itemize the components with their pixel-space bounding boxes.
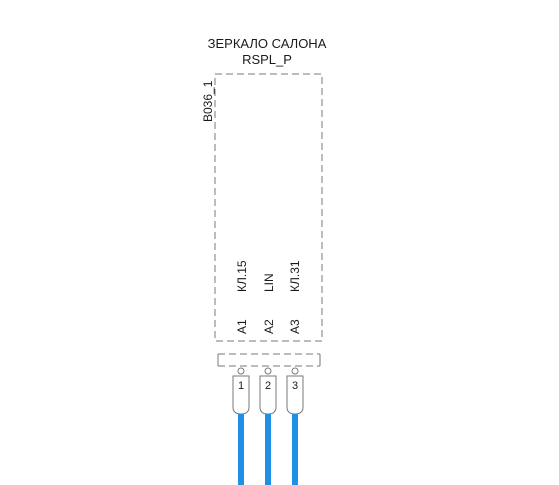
- pin-2-terminal: 2: [259, 367, 277, 415]
- pin-3-contact: A3: [288, 319, 302, 334]
- pin-2-signal: LIN: [262, 273, 276, 292]
- pin-1-terminal: 1: [232, 367, 250, 415]
- pin-2-number: 2: [265, 380, 271, 392]
- component-code: RSPL_P: [242, 52, 292, 67]
- pin-3-terminal: 3: [286, 367, 304, 415]
- component-outline: [214, 73, 323, 342]
- connector-id: B036_1: [201, 80, 215, 122]
- pin-3-number: 3: [292, 380, 298, 392]
- pin-1-contact: A1: [235, 319, 249, 334]
- pin-2-contact: A2: [262, 319, 276, 334]
- component-title: ЗЕРКАЛО САЛОНА: [208, 36, 327, 51]
- pin-3-signal: КЛ.31: [288, 260, 302, 292]
- pin-1-signal: КЛ.15: [235, 260, 249, 292]
- pin-1-number: 1: [238, 380, 244, 392]
